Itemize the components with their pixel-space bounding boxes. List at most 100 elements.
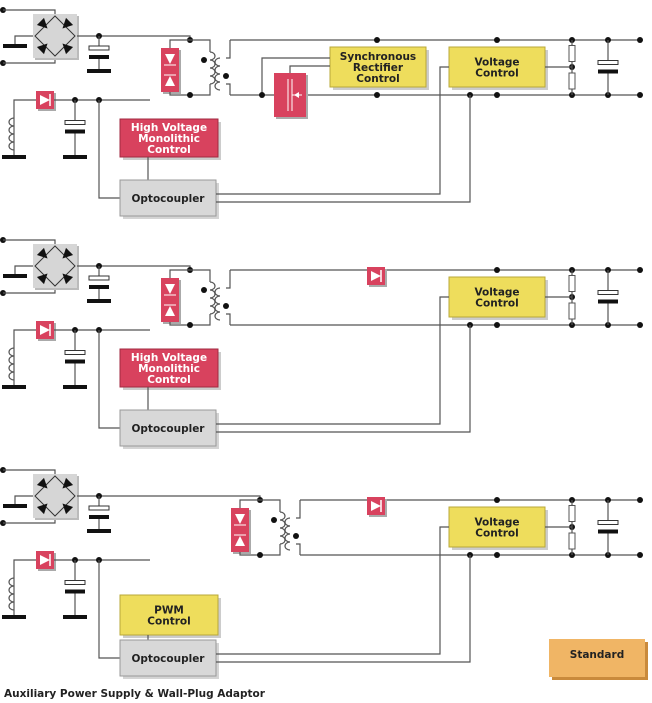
aux-winding-icon	[8, 117, 15, 151]
clamp-diode-icon	[231, 508, 251, 554]
coil-path	[214, 287, 221, 321]
divider-resistor-bottom	[568, 67, 576, 95]
coil-path	[8, 117, 15, 151]
block-label: Control	[356, 73, 399, 85]
block-label: Rectifier	[353, 62, 404, 74]
block-body	[448, 276, 546, 318]
aux-diode-icon	[36, 91, 56, 111]
output-diode-icon	[367, 267, 387, 287]
bridge-rectifier-icon	[33, 14, 79, 60]
junction-dot	[637, 322, 643, 328]
block-body	[119, 118, 219, 158]
bridge-outline	[34, 15, 76, 57]
legend-standard-label: Standard	[570, 649, 624, 661]
divider-resistor-bottom	[568, 527, 576, 555]
diode-icon	[62, 503, 74, 515]
block-body	[119, 179, 217, 217]
ground-icon	[3, 504, 27, 508]
block-label: Voltage	[474, 287, 519, 299]
primary-winding-icon	[209, 51, 216, 85]
output-capacitor-icon	[597, 500, 619, 555]
wire	[14, 35, 33, 44]
resistor-body	[568, 302, 576, 320]
optocoupler-block: Optocoupler	[119, 639, 219, 679]
block-body	[231, 508, 249, 552]
coil-path	[8, 577, 15, 611]
wire	[169, 39, 211, 52]
secondary-winding-icon	[284, 517, 291, 551]
capacitor-icon	[64, 560, 86, 615]
capacitor-icon	[88, 36, 110, 70]
junction-dot	[374, 37, 380, 43]
capacitor-plate-negative	[598, 69, 618, 74]
aux-diode-icon	[36, 551, 56, 571]
block-label: Control	[147, 616, 190, 628]
diode-icon	[62, 247, 74, 259]
block-body	[33, 14, 77, 58]
wire	[226, 83, 231, 95]
wire	[226, 40, 231, 59]
junction-dot	[637, 552, 643, 558]
ground-icon	[87, 299, 111, 303]
sync-rectifier-mosfet-icon	[274, 73, 308, 119]
junction-dot	[637, 497, 643, 503]
wire	[261, 57, 330, 95]
junction-dot	[637, 37, 643, 43]
resistor-body	[568, 505, 576, 522]
block-body	[119, 594, 219, 636]
ground-icon	[63, 155, 87, 159]
junction-dot	[637, 92, 643, 98]
bridge-outline	[34, 245, 76, 287]
wire	[13, 99, 36, 155]
ground-icon	[3, 44, 27, 48]
block-label: Optocoupler	[131, 423, 205, 435]
bridge-rectifier-icon	[33, 474, 79, 520]
ground-icon	[2, 385, 26, 389]
ground-icon	[3, 274, 27, 278]
resistor-body	[568, 45, 576, 62]
wire	[296, 500, 301, 519]
wire	[216, 66, 449, 195]
wire	[14, 265, 33, 274]
ground-icon	[2, 615, 26, 619]
output-capacitor-icon	[597, 40, 619, 95]
diode-icon	[36, 273, 48, 285]
resistor-body	[568, 72, 576, 90]
capacitor-plate-negative	[89, 515, 109, 519]
diode-icon	[62, 273, 74, 285]
circuit-1: High VoltageMonolithicControlOptocoupler…	[0, 7, 643, 219]
zener-arrow	[235, 514, 245, 524]
wire	[289, 65, 330, 73]
divider-resistor-top	[568, 40, 576, 67]
block-label: High Voltage	[131, 122, 207, 134]
block-body	[161, 278, 179, 322]
bridge-outline	[34, 475, 76, 517]
junction-dot	[494, 322, 500, 328]
wire	[226, 313, 231, 325]
output-capacitor-icon	[597, 270, 619, 325]
capacitor-icon	[88, 266, 110, 300]
wire	[216, 526, 449, 655]
junction-dot	[637, 267, 643, 273]
block-body	[119, 639, 217, 677]
aux-winding-icon	[8, 577, 15, 611]
wire	[13, 559, 36, 615]
diode-arrow	[371, 501, 381, 511]
block-label: Optocoupler	[131, 653, 205, 665]
ground-icon	[63, 615, 87, 619]
ground-icon	[2, 155, 26, 159]
capacitor-plate-positive	[597, 520, 619, 525]
coil-path	[214, 57, 221, 91]
block-label: Monolithic	[138, 363, 200, 375]
coil-path	[284, 517, 291, 551]
block-body	[329, 46, 427, 88]
coil-path	[209, 281, 216, 315]
wire	[296, 543, 301, 555]
capacitor-icon	[64, 330, 86, 385]
